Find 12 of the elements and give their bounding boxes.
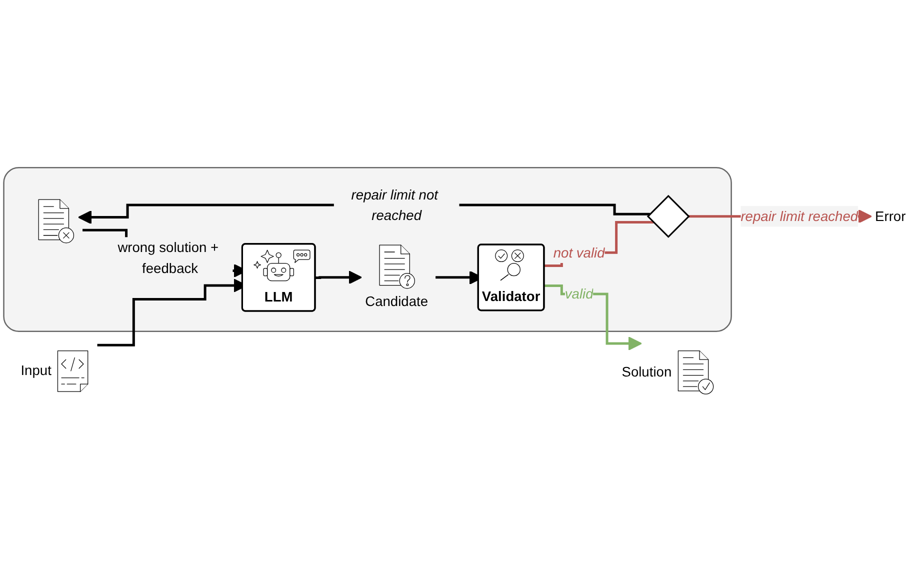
edge-label: repair limit not reached [351, 186, 438, 224]
connector [544, 221, 654, 267]
edge-label: valid [564, 286, 594, 302]
node-label: Candidate [365, 293, 428, 310]
edge-label: not valid [553, 244, 605, 260]
node-diamond [646, 194, 690, 238]
edge-label: repair limit reached [740, 208, 858, 224]
node-label: Solution [622, 364, 672, 380]
node-label: Input [20, 362, 52, 378]
arrow [315, 270, 362, 284]
edge-label: wrong solution + feedback [118, 240, 219, 276]
node-text: Error [875, 208, 906, 224]
